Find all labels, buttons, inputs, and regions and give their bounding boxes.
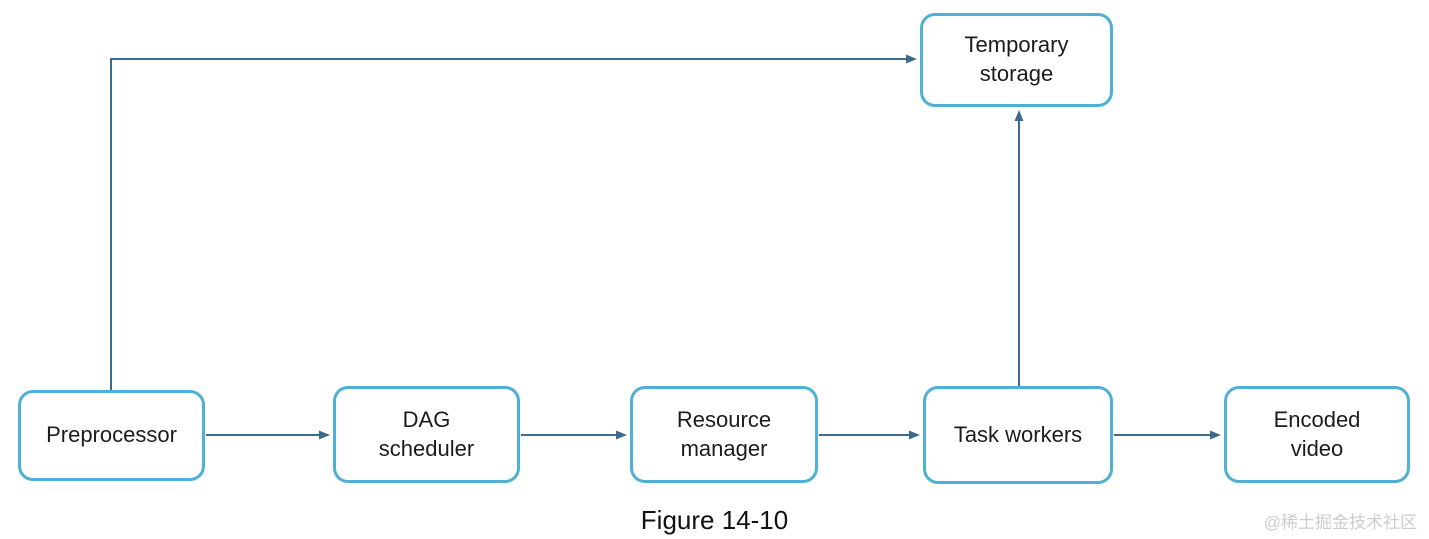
- node-temporary-storage: Temporary storage: [920, 13, 1113, 107]
- figure-caption: Figure 14-10: [640, 505, 789, 535]
- node-task-workers-label: Task workers: [953, 421, 1083, 447]
- node-preprocessor-label: Preprocessor: [46, 422, 177, 448]
- node-resource-manager-label: Resource manager: [676, 406, 772, 461]
- node-resource-manager: Resource manager: [630, 386, 818, 483]
- node-preprocessor: Preprocessor: [18, 390, 205, 481]
- node-task-workers: Task workers: [923, 386, 1113, 484]
- node-encoded-video-label: Encoded video: [1273, 406, 1361, 461]
- node-encoded-video: Encoded video: [1224, 386, 1410, 483]
- edge-preprocessor-to-temporary-storage: [110, 54, 917, 390]
- node-dag-scheduler: DAG scheduler: [333, 386, 520, 483]
- node-temporary-storage-label: Temporary storage: [964, 32, 1069, 86]
- watermark: @稀土掘金技术社区: [1263, 513, 1417, 532]
- node-dag-scheduler-label: DAG scheduler: [378, 406, 475, 461]
